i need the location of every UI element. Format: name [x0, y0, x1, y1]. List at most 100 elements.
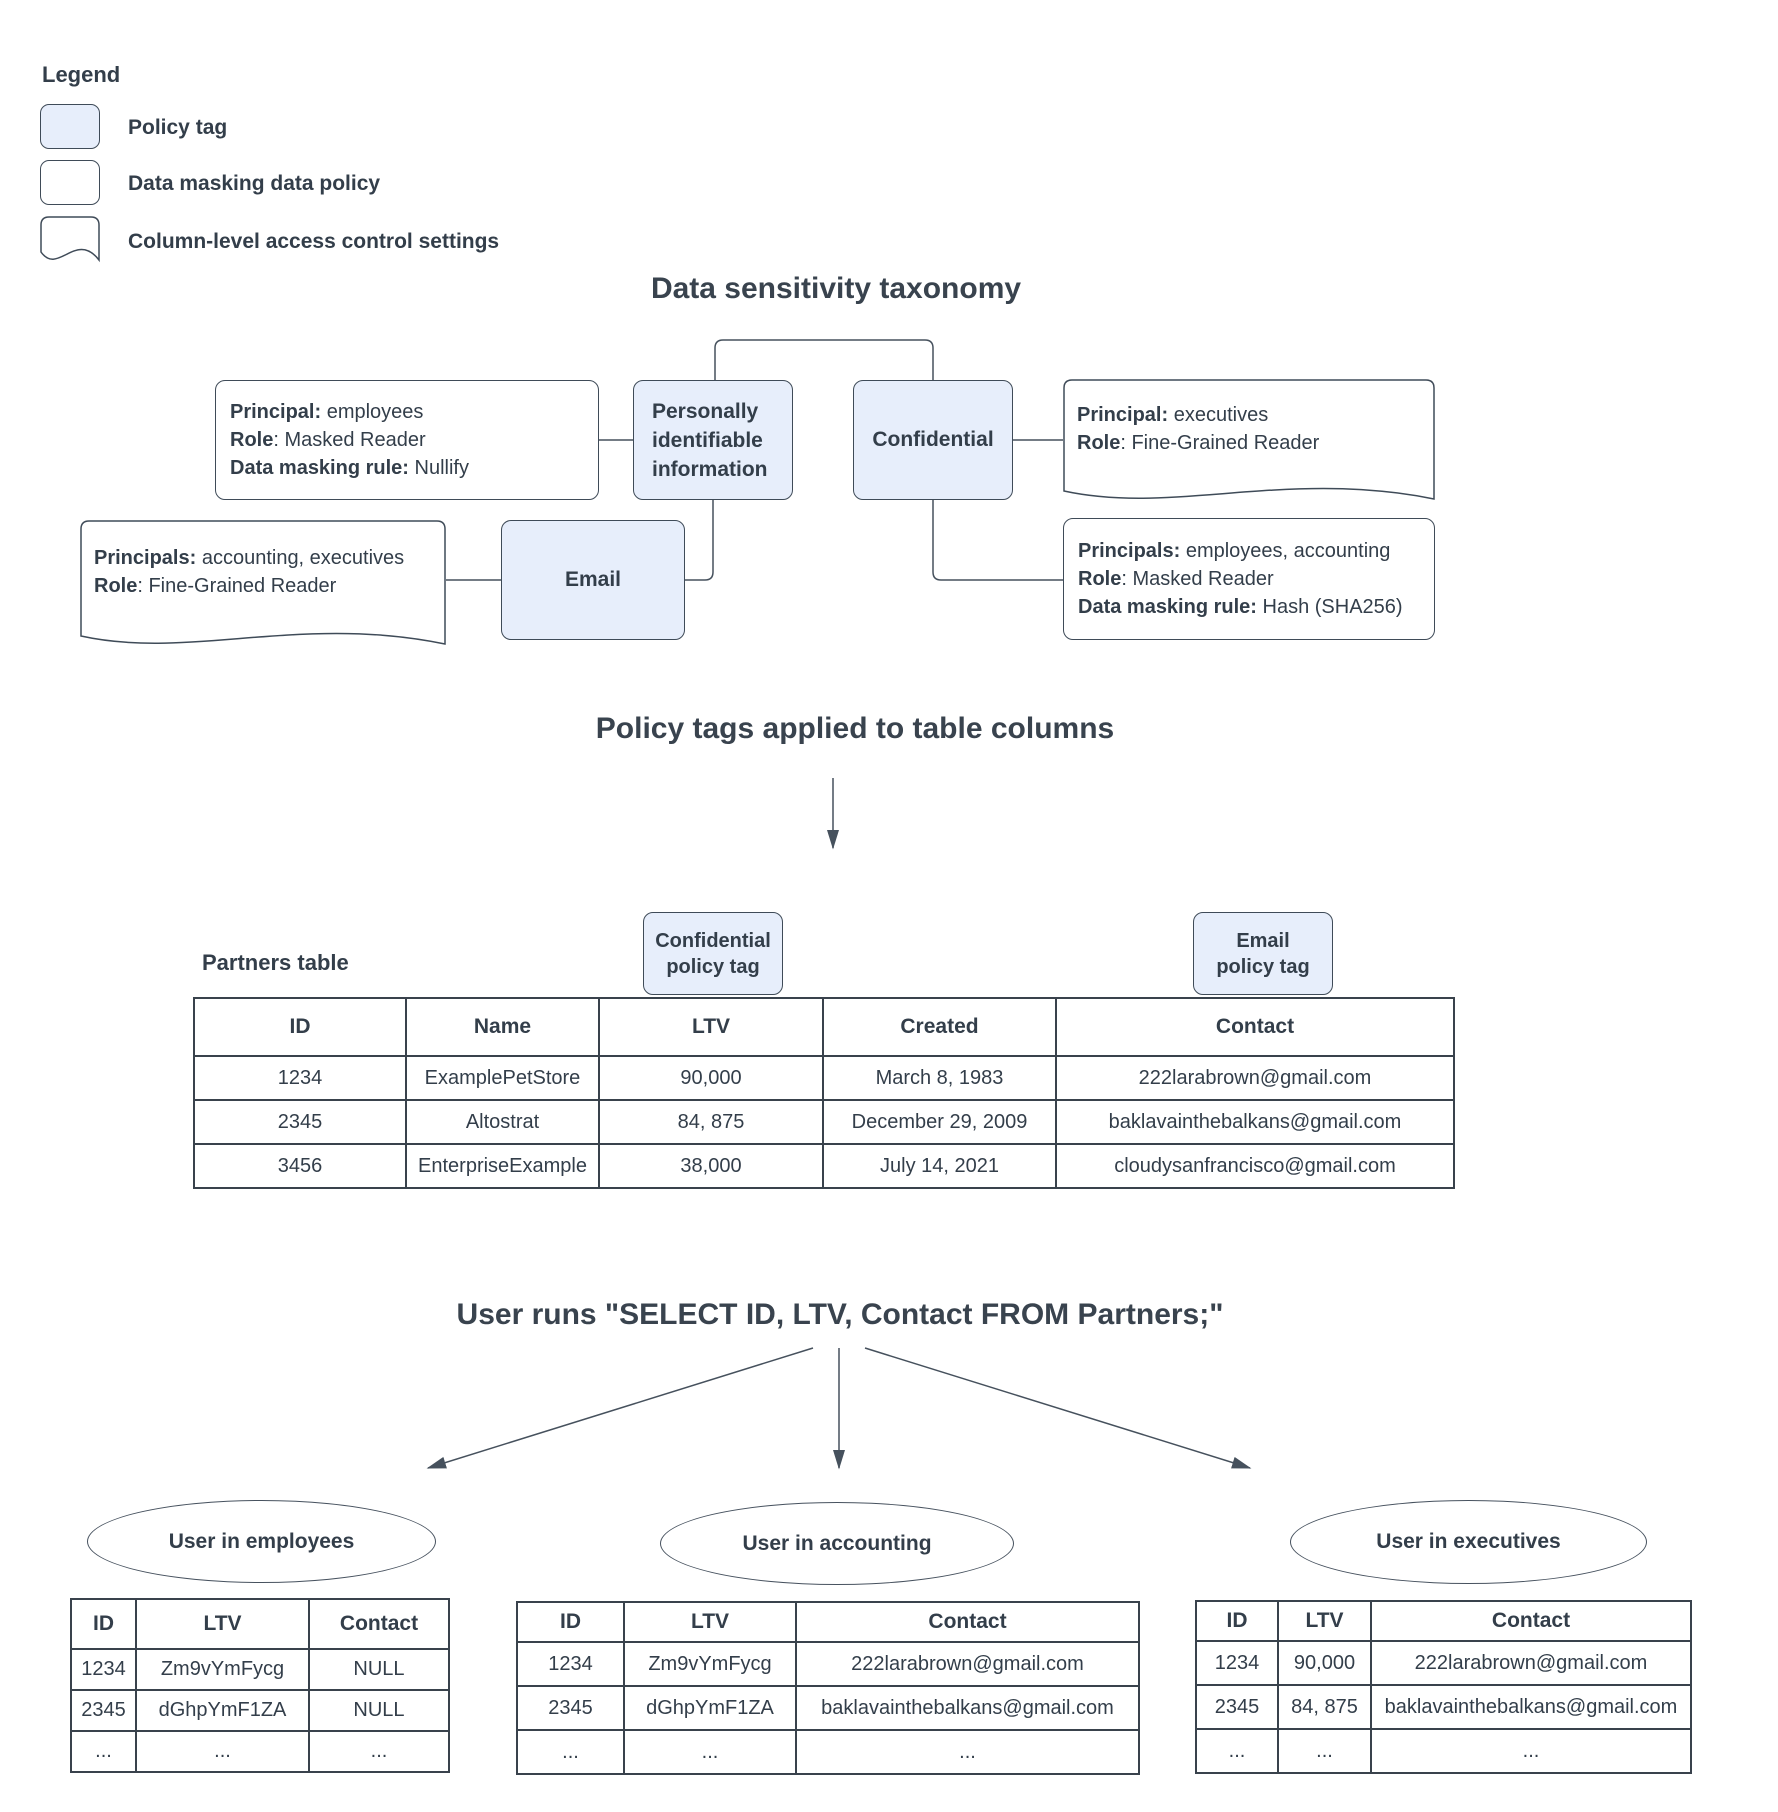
- column-header: Contact: [1370, 1600, 1692, 1642]
- policy-line: Role: Masked Reader: [1078, 568, 1274, 590]
- legend-label-access-control: Column-level access control settings: [128, 230, 500, 253]
- confidential-policy-tag-label: Confidential: [872, 428, 994, 451]
- column-header: LTV: [1277, 1600, 1372, 1642]
- table-cell: 222larabrown@gmail.com: [1055, 1055, 1455, 1101]
- column-header: Name: [405, 997, 600, 1057]
- confidential-hash-connector: [932, 500, 1063, 581]
- data-masking-policy-swatch-icon: [40, 160, 100, 205]
- table-cell: ...: [1370, 1728, 1692, 1774]
- policy-line: Principals: employees, accounting: [1078, 540, 1391, 562]
- table-cell: Altostrat: [405, 1099, 600, 1145]
- table-cell: 3456: [193, 1143, 407, 1189]
- table-cell: cloudysanfrancisco@gmail.com: [1055, 1143, 1455, 1189]
- table-cell: 1234: [193, 1055, 407, 1101]
- user-employees-label: User in employees: [168, 1529, 355, 1553]
- legend-label-data-masking: Data masking data policy: [128, 172, 381, 195]
- email-pii-connector: [685, 500, 714, 581]
- table-cell: Zm9vYmFycg: [135, 1648, 310, 1691]
- table-cell: NULL: [308, 1648, 450, 1691]
- column-header: LTV: [135, 1598, 310, 1650]
- chip-line: Confidential: [655, 929, 771, 952]
- policy-line: Data masking rule: Hash (SHA256): [1078, 596, 1403, 618]
- pii-policy-tag-node: Personally identifiable information: [633, 380, 793, 500]
- table-cell: 2345: [1195, 1684, 1279, 1730]
- table-cell: December 29, 2009: [822, 1099, 1057, 1145]
- access-control-swatch-icon: [40, 216, 100, 268]
- partners-table-label: Partners table: [202, 950, 349, 975]
- chip-line: Email: [1236, 929, 1290, 952]
- table-row: .........: [1195, 1728, 1692, 1774]
- policy-line: Principal: employees: [230, 401, 424, 423]
- policy-line: Role: Fine-Grained Reader: [1077, 432, 1320, 454]
- table-cell: March 8, 1983: [822, 1055, 1057, 1101]
- fork-left-arrow: [426, 1347, 814, 1469]
- email-policy-tag-label: Email: [564, 568, 622, 591]
- table-cell: 90,000: [598, 1055, 824, 1101]
- column-header: LTV: [598, 997, 824, 1057]
- table-cell: Zm9vYmFycg: [623, 1641, 797, 1687]
- user-executives-oval: User in executives: [1290, 1500, 1647, 1584]
- user-executives-label: User in executives: [1376, 1530, 1561, 1553]
- tree-bracket-connector: [714, 339, 934, 380]
- policy-line: Role: Masked Reader: [230, 429, 426, 451]
- table-cell: 90,000: [1277, 1640, 1372, 1686]
- table-cell: EnterpriseExample: [405, 1143, 600, 1189]
- table-cell: 222larabrown@gmail.com: [1370, 1640, 1692, 1686]
- table-cell: ...: [623, 1729, 797, 1775]
- policy-line: Principal: executives: [1077, 404, 1269, 426]
- column-header: Contact: [795, 1601, 1140, 1643]
- table-cell: ...: [135, 1730, 310, 1773]
- table-cell: ...: [70, 1730, 137, 1773]
- table-cell: baklavainthebalkans@gmail.com: [795, 1685, 1140, 1731]
- applied-section-title: Policy tags applied to table columns: [595, 712, 1115, 745]
- table-cell: dGhpYmF1ZA: [135, 1689, 310, 1732]
- table-cell: 84, 875: [1277, 1684, 1372, 1730]
- table-cell: 38,000: [598, 1143, 824, 1189]
- chip-line: policy tag: [666, 955, 760, 978]
- email-policy-tag-node: Email: [501, 520, 685, 640]
- table-cell: 1234: [70, 1648, 137, 1691]
- table-cell: ...: [516, 1729, 625, 1775]
- pii-policy-tag-label: Personally identifiable information: [652, 399, 768, 481]
- legend-title: Legend: [42, 62, 121, 87]
- table-cell: baklavainthebalkans@gmail.com: [1370, 1684, 1692, 1730]
- legend-label-policy-tag: Policy tag: [128, 116, 228, 139]
- table-cell: baklavainthebalkans@gmail.com: [1055, 1099, 1455, 1145]
- fork-right-arrow: [864, 1347, 1252, 1469]
- confidential-policy-tag-chip: Confidential policy tag: [643, 912, 783, 995]
- column-header: ID: [1195, 1600, 1279, 1642]
- table-row: .........: [70, 1730, 450, 1773]
- column-header: Contact: [308, 1598, 450, 1650]
- table-cell: 84, 875: [598, 1099, 824, 1145]
- user-employees-oval: User in employees: [87, 1500, 436, 1583]
- table-cell: 2345: [70, 1689, 137, 1732]
- table-cell: 222larabrown@gmail.com: [795, 1641, 1140, 1687]
- table-cell: ...: [1195, 1728, 1279, 1774]
- table-row: .........: [516, 1729, 1140, 1775]
- table-cell: NULL: [308, 1689, 450, 1732]
